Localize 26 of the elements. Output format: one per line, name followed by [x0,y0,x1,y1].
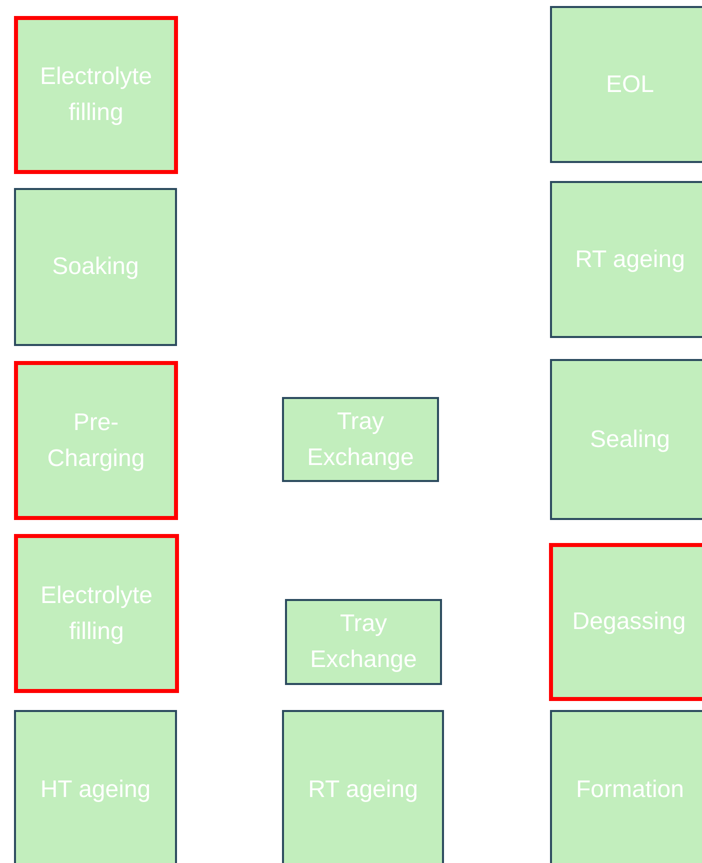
process-box [14,534,179,693]
step-label: Electrolyte filling [39,580,154,646]
process-box [14,188,177,346]
step-label: Electrolyte filling [38,62,154,128]
step-label: RT ageing [574,244,686,274]
step-label: Pre-Charging [46,408,146,474]
process-box [285,599,442,685]
step-label: HT ageing [39,775,152,805]
step-label: Sealing [588,424,672,454]
step-label: Soaking [51,252,140,282]
step-label: Tray Exchange [306,406,415,472]
step-label: EOL [604,70,656,100]
process-box [550,710,702,863]
process-box [550,359,702,520]
step-label: Tray Exchange [309,609,418,675]
process-box [282,710,444,863]
process-box [550,6,702,163]
step-label: Formation [574,775,686,805]
process-box [14,16,178,174]
process-box [14,361,178,520]
process-box [282,397,439,482]
process-box [14,710,177,863]
step-label: Degassing [571,607,687,637]
step-label: RT ageing [307,775,419,805]
process-box [549,543,702,701]
process-box [550,181,702,338]
